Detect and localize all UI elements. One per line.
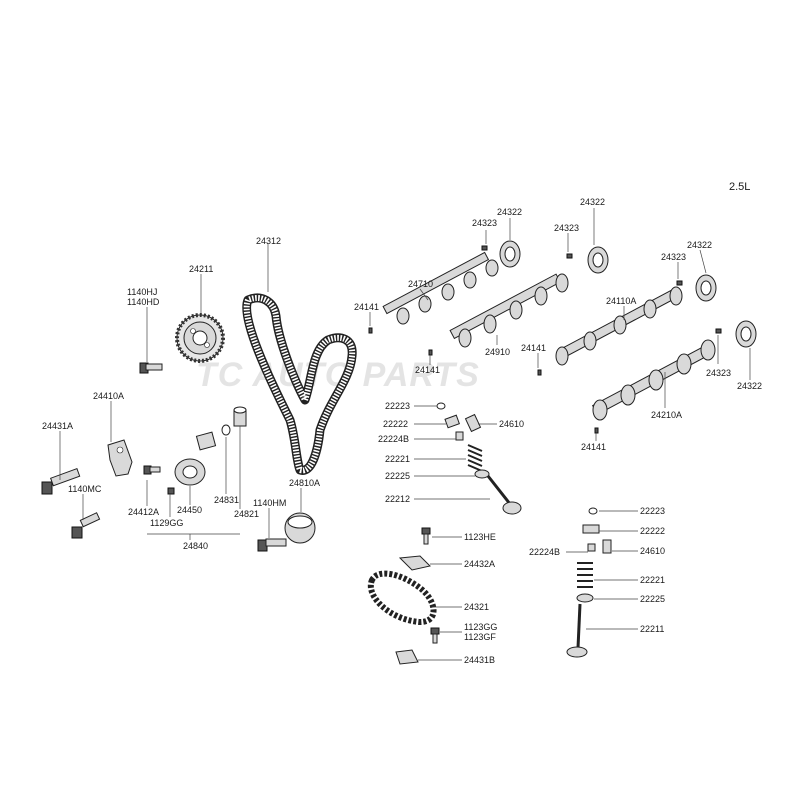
label-24322-c: 24322 <box>687 240 712 250</box>
valve-set-exhaust <box>436 402 522 515</box>
label-24710: 24710 <box>408 279 433 289</box>
key-24323-b <box>566 253 573 259</box>
label-24910: 24910 <box>485 347 510 357</box>
label-24110a: 24110A <box>606 296 636 306</box>
label-22225-b: 22225 <box>640 594 665 604</box>
chain-24321 <box>367 570 437 626</box>
pin-24141-d <box>594 427 599 434</box>
label-1140hj: 1140HJ <box>127 287 157 297</box>
label-24141-d: 24141 <box>581 442 606 452</box>
idler-pulley-24810a <box>284 512 316 544</box>
guide-24432a <box>398 555 431 571</box>
washer-24831 <box>221 424 231 436</box>
label-24432a: 24432A <box>464 559 495 569</box>
bolt-1140hm <box>257 538 287 552</box>
camshaft-24710 <box>382 251 499 325</box>
camshaft-24910 <box>449 273 569 348</box>
label-24831: 24831 <box>214 495 239 505</box>
label-24431b: 24431B <box>464 655 495 665</box>
key-24323-a <box>481 245 488 251</box>
valve-set-intake <box>566 507 612 658</box>
label-24412a: 24412A <box>128 507 159 517</box>
bolt-1123he <box>421 527 431 545</box>
label-24610-a: 24610 <box>499 419 524 429</box>
label-22223-b: 22223 <box>640 506 665 516</box>
label-1123gf: 1123GF <box>464 632 496 642</box>
label-1123gg: 1123GG <box>464 622 497 632</box>
bolt-1140mc <box>71 512 101 539</box>
label-22211: 22211 <box>640 624 664 634</box>
guide-24431b <box>395 649 419 665</box>
label-24322-d: 24322 <box>737 381 762 391</box>
key-24323-d <box>715 328 722 334</box>
label-24141-c: 24141 <box>521 343 546 353</box>
camshaft-24210a <box>591 339 716 421</box>
bolt-1123gg <box>430 627 440 644</box>
cam-seal-24322-c <box>695 274 717 302</box>
label-24840: 24840 <box>183 541 208 551</box>
label-22224b-a: 22224B <box>378 434 409 444</box>
label-24312: 24312 <box>256 236 281 246</box>
label-1140hd: 1140HD <box>127 297 160 307</box>
label-24211: 24211 <box>189 264 213 274</box>
label-22225-a: 22225 <box>385 471 410 481</box>
label-24431a: 24431A <box>42 421 73 431</box>
label-22221-b: 22221 <box>640 575 665 585</box>
label-1140mc: 1140MC <box>68 484 102 494</box>
cam-seal-24322-d <box>735 320 757 348</box>
label-22224b-b: 22224B <box>529 547 560 557</box>
label-1129gg: 1129GG <box>150 518 183 528</box>
bolt-24431a <box>41 468 81 495</box>
crank-sprocket-24211 <box>175 313 225 363</box>
leader-lines <box>59 208 751 661</box>
part-labels: 24312 24211 1140HJ 1140HD 24410A 24431A … <box>42 197 762 665</box>
label-22222-b: 22222 <box>640 526 665 536</box>
label-1123he: 1123HE <box>464 532 496 542</box>
bolt-24412a <box>143 465 161 475</box>
label-24210a: 24210A <box>651 410 682 420</box>
bolt-1140hj <box>139 362 163 374</box>
label-22212: 22212 <box>385 494 410 504</box>
cam-seal-24322-b <box>587 246 609 274</box>
label-24323-a: 24323 <box>472 218 497 228</box>
camshaft-24110a <box>555 286 683 366</box>
engine-displacement-label: 2.5L <box>729 181 750 193</box>
label-24322-a: 24322 <box>497 207 522 217</box>
label-22221-a: 22221 <box>385 454 410 464</box>
label-1140hm: 1140HM <box>253 498 286 508</box>
pin-24141-a <box>368 327 373 334</box>
pin-24141-c <box>537 369 542 376</box>
label-24610-b: 24610 <box>640 546 665 556</box>
label-24810a: 24810A <box>289 478 320 488</box>
label-24323-c: 24323 <box>661 252 686 262</box>
cam-seal-24322-a <box>499 240 521 268</box>
label-24322-b: 24322 <box>580 197 605 207</box>
tensioner-pulley-24450 <box>174 431 217 486</box>
label-24821: 24821 <box>234 509 259 519</box>
label-22222-a: 22222 <box>383 419 408 429</box>
label-24450: 24450 <box>177 505 202 515</box>
label-22223-a: 22223 <box>385 401 410 411</box>
bushing-24821 <box>233 406 247 427</box>
label-24323-b: 24323 <box>554 223 579 233</box>
label-24410a: 24410A <box>93 391 124 401</box>
label-24323-d: 24323 <box>706 368 731 378</box>
tensioner-bracket-24410a <box>107 439 133 477</box>
bolt-1129gg <box>167 487 175 495</box>
timing-belt-24312 <box>242 293 357 475</box>
pin-24141-b <box>428 349 433 356</box>
label-24321: 24321 <box>464 602 489 612</box>
label-24141-b: 24141 <box>415 365 440 375</box>
label-24141-a: 24141 <box>354 302 379 312</box>
key-24323-c <box>676 280 683 286</box>
